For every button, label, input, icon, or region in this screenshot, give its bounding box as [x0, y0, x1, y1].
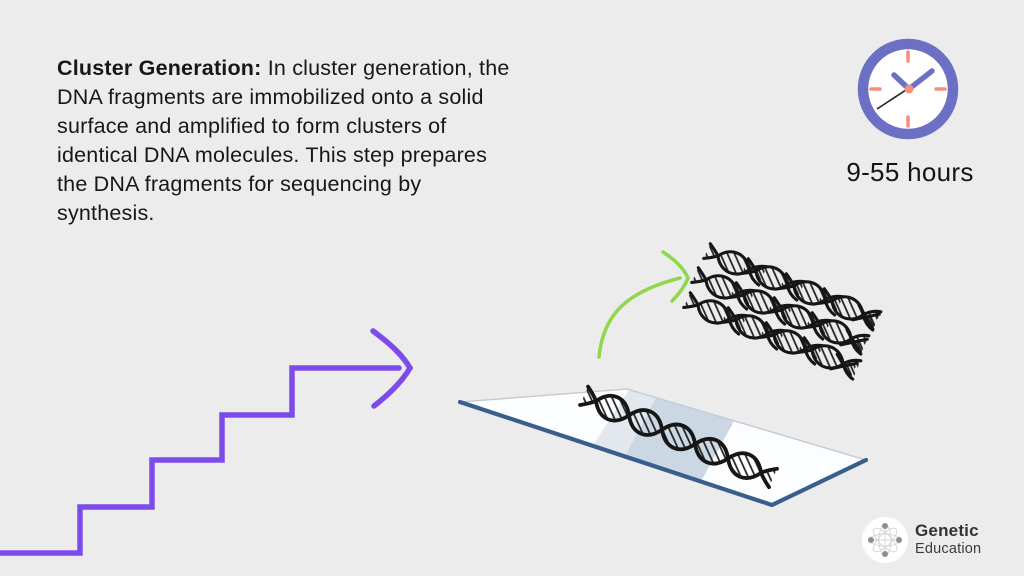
- description-line: DNA fragments are immobilized onto a sol…: [57, 85, 484, 109]
- description-line: surface and amplified to form clusters o…: [57, 114, 447, 138]
- description-text: Cluster Generation: In cluster generatio…: [57, 54, 510, 228]
- brand-wordmark: Genetic Education: [915, 521, 981, 557]
- dna-cluster-icon: [681, 239, 883, 382]
- staircase-arrow-icon: [0, 328, 414, 556]
- glass-slide-icon: [457, 388, 869, 508]
- dna-helix-icon: [578, 384, 779, 490]
- brand-name-line1: Genetic: [915, 521, 979, 540]
- curved-green-arrow-icon: [597, 250, 690, 359]
- description-line: Cluster Generation: In cluster generatio…: [57, 56, 510, 80]
- description-line: identical DNA molecules. This step prepa…: [57, 143, 488, 167]
- brand-name-line2: Education: [915, 541, 982, 557]
- step-title: Cluster Generation:: [57, 56, 262, 80]
- description-line: synthesis.: [57, 201, 155, 225]
- clock-icon: [857, 38, 959, 140]
- genetic-education-emblem-icon: [862, 517, 908, 563]
- description-line: the DNA fragments for sequencing by: [57, 172, 422, 196]
- duration-label: 9-55 hours: [846, 157, 974, 187]
